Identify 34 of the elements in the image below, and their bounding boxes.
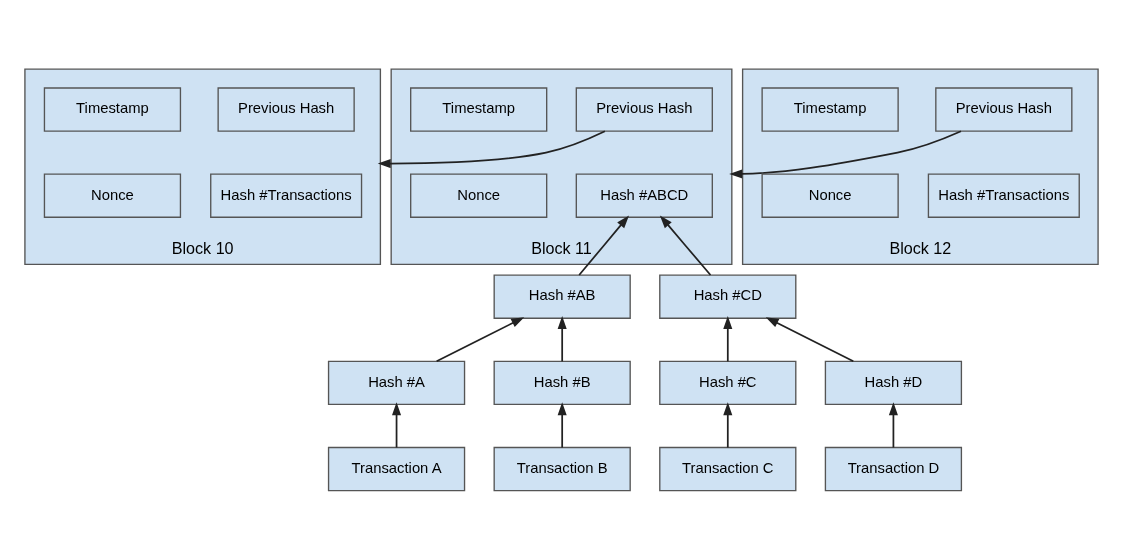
node-box: Timestamp (761, 87, 899, 132)
node-box: Transaction C (659, 446, 797, 492)
node-box: Hash #C (659, 360, 797, 406)
node-box: Previous Hash (575, 87, 713, 132)
node-box: Hash #AB (493, 274, 631, 319)
node-box: Hash #A (327, 360, 466, 406)
arrow (435, 317, 525, 363)
arrow (659, 215, 712, 276)
node-box: Hash #ABCD (575, 173, 713, 218)
node-box: Transaction D (824, 446, 963, 492)
node-box: Nonce (43, 173, 182, 218)
node-box: Hash #D (824, 360, 963, 406)
arrow (765, 317, 855, 363)
node-box: Previous Hash (217, 87, 355, 132)
node-box: Timestamp (410, 87, 548, 132)
node-box: Nonce (410, 173, 548, 218)
arrow (729, 130, 962, 179)
node-box: Hash #Transactions (927, 173, 1080, 218)
node-box: Hash #Transactions (210, 173, 363, 218)
node-box: Hash #CD (659, 274, 797, 319)
node-box: Nonce (761, 173, 899, 218)
node-box: Transaction B (493, 446, 631, 492)
arrow (557, 316, 567, 363)
arrow (723, 316, 733, 363)
arrow (723, 402, 733, 449)
node-box: Hash #B (493, 360, 631, 406)
arrow (377, 130, 606, 169)
arrow (557, 402, 567, 449)
node-box: Timestamp (43, 87, 182, 132)
arrow (888, 402, 898, 449)
arrow (392, 402, 402, 449)
node-box: Previous Hash (935, 87, 1073, 132)
arrow (578, 215, 630, 276)
node-box: Transaction A (327, 446, 466, 492)
